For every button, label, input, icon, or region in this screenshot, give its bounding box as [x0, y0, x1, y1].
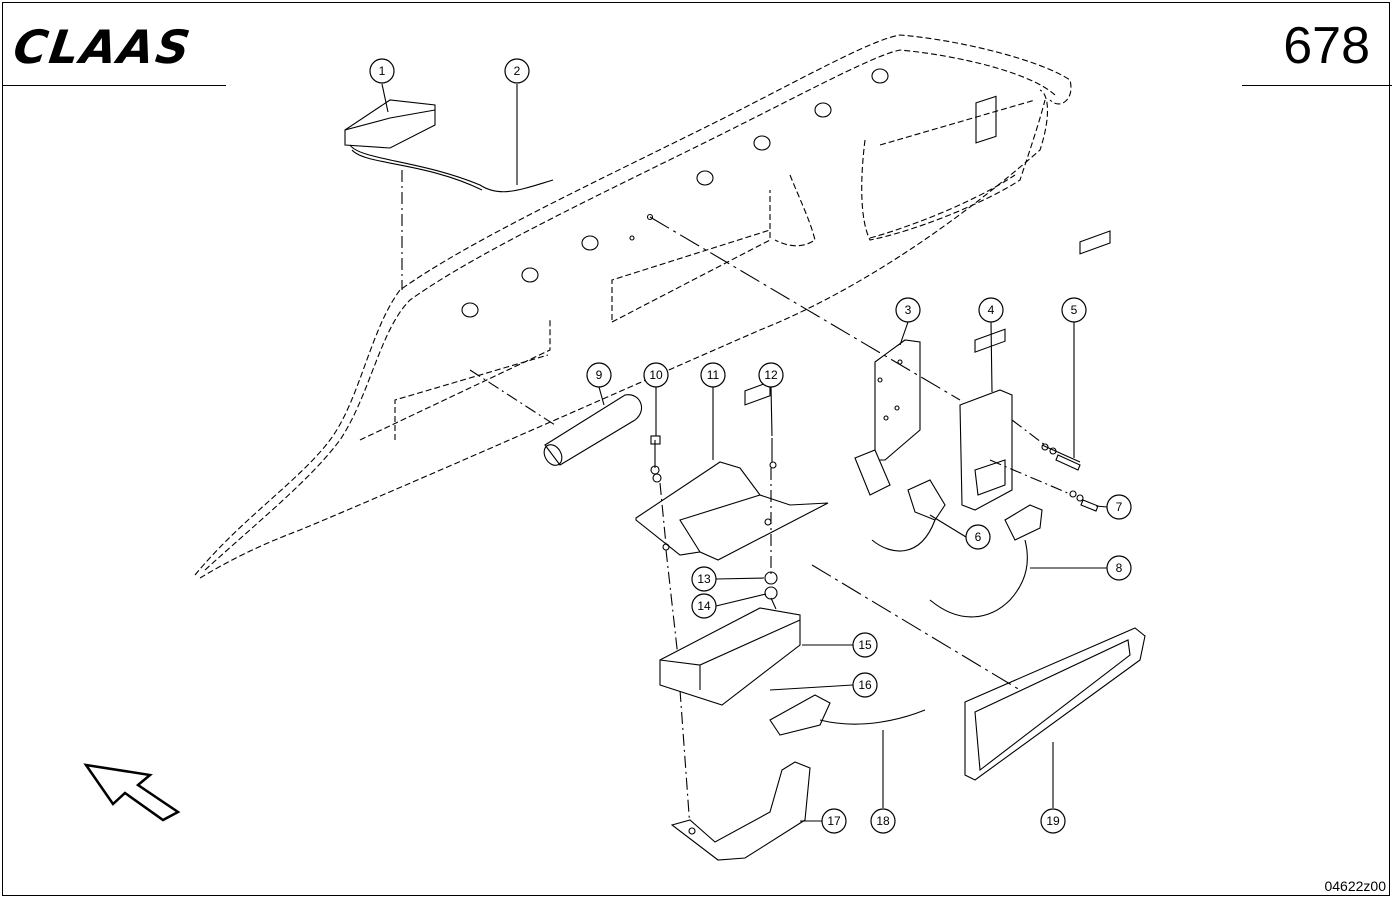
callout-label-13: 13: [697, 572, 711, 586]
part-9-tube: [543, 394, 643, 466]
callout-label-8: 8: [1116, 561, 1123, 575]
callout-label-10: 10: [649, 368, 663, 382]
callout-label-3: 3: [905, 303, 912, 317]
callout-label-6: 6: [975, 530, 982, 544]
callout-label-11: 11: [707, 368, 720, 382]
roof-holes: [461, 68, 889, 318]
cab-roof-outline: [194, 34, 1072, 579]
callout-5: [1061, 297, 1087, 323]
callout-label-5: 5: [1071, 303, 1078, 317]
callout-label-2: 2: [514, 64, 521, 78]
callout-label-1: 1: [379, 64, 386, 78]
callout-label-15: 15: [858, 638, 872, 652]
part-15-control-unit: [659, 380, 801, 706]
parts-13-14-washer-nut: [764, 571, 778, 600]
drawing-code: 04622z00: [1324, 878, 1386, 894]
callout-2: [504, 58, 530, 84]
callout-16: [852, 672, 878, 698]
parts-5-7-screws: [1041, 443, 1099, 512]
callout-label-7: 7: [1116, 500, 1123, 514]
part-4-holder: [959, 95, 1013, 511]
callout-label-17: 17: [827, 814, 841, 828]
part-16-plug: [769, 694, 926, 736]
callout-1: [369, 58, 395, 84]
callout-10: [643, 362, 669, 388]
page-number-underline: [1242, 85, 1392, 86]
callout-3: [895, 297, 921, 323]
part-19-lens-frame: [964, 230, 1146, 781]
callout-labels: 1 2 3 4 5 6 7 8 9 10 11 12 13 14 15 16 1…: [379, 64, 1123, 828]
callout-7: [1106, 494, 1132, 520]
callout-label-18: 18: [876, 814, 890, 828]
callout-6: [965, 524, 991, 550]
part-6-switch: [871, 479, 946, 552]
callout-13: [691, 566, 717, 592]
callout-label-12: 12: [764, 368, 778, 382]
part-1-interior-lamp: [344, 99, 554, 193]
callout-18: [870, 808, 896, 834]
part-3-plate: [854, 339, 921, 496]
callout-11: [700, 362, 726, 388]
part-11-bracket: [635, 461, 829, 561]
callout-label-4: 4: [988, 303, 995, 317]
direction-arrow: [83, 763, 181, 822]
callout-4: [978, 297, 1004, 323]
part-8-cable: [929, 504, 1043, 618]
callout-label-9: 9: [596, 368, 603, 382]
callout-14: [691, 593, 717, 619]
callout-9: [586, 362, 612, 388]
callouts: [369, 58, 1132, 834]
callout-17: [821, 808, 847, 834]
callout-19: [1040, 808, 1066, 834]
part-17-support: [670, 761, 811, 861]
page-number: 678: [1283, 17, 1370, 75]
leader-lines: [381, 83, 1108, 822]
callout-label-16: 16: [858, 678, 872, 692]
callout-12: [758, 362, 784, 388]
logo-underline: [2, 85, 226, 86]
callout-label-19: 19: [1046, 814, 1060, 828]
callout-15: [852, 632, 878, 658]
callout-label-14: 14: [697, 599, 711, 613]
callout-8: [1106, 555, 1132, 581]
